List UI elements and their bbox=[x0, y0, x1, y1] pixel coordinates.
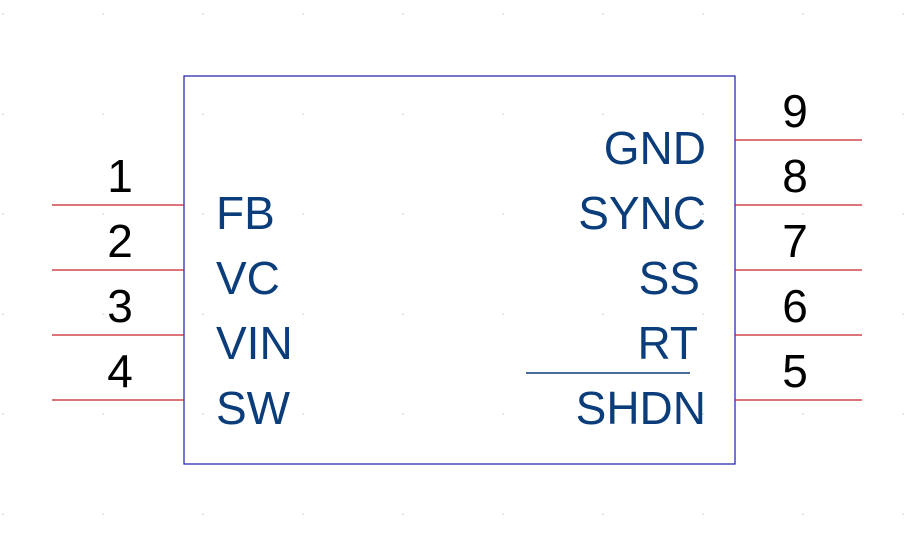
grid-dot bbox=[2, 313, 4, 315]
grid-dot bbox=[702, 413, 704, 415]
grid-dot bbox=[402, 313, 404, 315]
grid-dot bbox=[502, 413, 504, 415]
grid-dot bbox=[902, 213, 904, 215]
pin-2-name: VC bbox=[216, 252, 280, 304]
grid-dot bbox=[402, 213, 404, 215]
grid-dot bbox=[602, 113, 604, 115]
pin-6: 6 RT bbox=[638, 280, 862, 369]
grid-dot bbox=[2, 113, 4, 115]
grid-dot bbox=[602, 213, 604, 215]
grid-dot bbox=[102, 113, 104, 115]
grid-dot bbox=[802, 13, 804, 15]
pin-1-name: FB bbox=[216, 187, 275, 239]
grid-dot bbox=[802, 413, 804, 415]
grid-dot bbox=[902, 413, 904, 415]
grid-dot bbox=[702, 213, 704, 215]
grid-dot bbox=[402, 13, 404, 15]
grid-dot bbox=[802, 213, 804, 215]
grid-dot bbox=[102, 313, 104, 315]
grid-dot bbox=[902, 313, 904, 315]
pin-3-number: 3 bbox=[107, 280, 133, 332]
grid-dot bbox=[702, 113, 704, 115]
pin-1: 1 FB bbox=[52, 150, 275, 239]
grid-dot bbox=[202, 213, 204, 215]
grid-dot bbox=[902, 113, 904, 115]
pin-4: 4 SW bbox=[52, 345, 291, 434]
grid-dot bbox=[302, 213, 304, 215]
pin-5-number: 5 bbox=[782, 345, 808, 397]
grid-dot bbox=[302, 413, 304, 415]
pin-4-number: 4 bbox=[107, 345, 133, 397]
pin-1-number: 1 bbox=[107, 150, 133, 202]
grid-dot bbox=[302, 13, 304, 15]
pin-7-name: SS bbox=[639, 252, 700, 304]
pin-4-name: SW bbox=[216, 382, 291, 434]
pin-5: 5 SHDN bbox=[526, 345, 862, 434]
grid-dot bbox=[302, 513, 304, 515]
grid-dot bbox=[602, 413, 604, 415]
pin-7: 7 SS bbox=[639, 215, 862, 304]
grid-dot bbox=[502, 213, 504, 215]
pin-8-name: SYNC bbox=[578, 187, 706, 239]
pin-3-name: VIN bbox=[216, 317, 293, 369]
grid-dot bbox=[702, 13, 704, 15]
pin-8: 8 SYNC bbox=[578, 150, 862, 239]
grid-dot bbox=[602, 13, 604, 15]
grid-dot bbox=[2, 213, 4, 215]
pin-6-number: 6 bbox=[782, 280, 808, 332]
grid-dot bbox=[802, 113, 804, 115]
pin-7-number: 7 bbox=[782, 215, 808, 267]
grid-dot bbox=[202, 313, 204, 315]
grid-dot bbox=[802, 513, 804, 515]
grid-dot bbox=[502, 113, 504, 115]
grid-dot bbox=[402, 113, 404, 115]
grid-dots bbox=[2, 13, 904, 515]
grid-dot bbox=[2, 13, 4, 15]
pin-6-name: RT bbox=[638, 317, 699, 369]
grid-dot bbox=[402, 413, 404, 415]
grid-dot bbox=[502, 13, 504, 15]
pin-8-number: 8 bbox=[782, 150, 808, 202]
grid-dot bbox=[202, 513, 204, 515]
grid-dot bbox=[902, 13, 904, 15]
grid-dot bbox=[102, 513, 104, 515]
grid-dot bbox=[2, 413, 4, 415]
grid-dot bbox=[202, 13, 204, 15]
grid-dot bbox=[102, 13, 104, 15]
grid-dot bbox=[602, 513, 604, 515]
grid-dot bbox=[402, 513, 404, 515]
grid-dot bbox=[2, 513, 4, 515]
grid-dot bbox=[302, 313, 304, 315]
grid-dot bbox=[602, 313, 604, 315]
pin-9-number: 9 bbox=[782, 85, 808, 137]
grid-dot bbox=[902, 513, 904, 515]
left-pins: 1 FB 2 VC 3 VIN 4 SW bbox=[52, 150, 293, 434]
grid-dot bbox=[502, 513, 504, 515]
pin-3: 3 VIN bbox=[52, 280, 293, 369]
pin-2: 2 VC bbox=[52, 215, 280, 304]
grid-dot bbox=[202, 413, 204, 415]
pin-9-name: GND bbox=[604, 122, 706, 174]
grid-dot bbox=[702, 313, 704, 315]
pin-5-name: SHDN bbox=[576, 382, 706, 434]
grid-dot bbox=[702, 513, 704, 515]
grid-dot bbox=[202, 113, 204, 115]
grid-dot bbox=[102, 413, 104, 415]
grid-dot bbox=[502, 313, 504, 315]
pin-9: 9 GND bbox=[604, 85, 862, 174]
pin-2-number: 2 bbox=[107, 215, 133, 267]
grid-dot bbox=[102, 213, 104, 215]
grid-dot bbox=[302, 113, 304, 115]
grid-dot bbox=[802, 313, 804, 315]
right-pins: 9 GND 8 SYNC 7 SS 6 RT 5 SHDN bbox=[526, 85, 862, 434]
